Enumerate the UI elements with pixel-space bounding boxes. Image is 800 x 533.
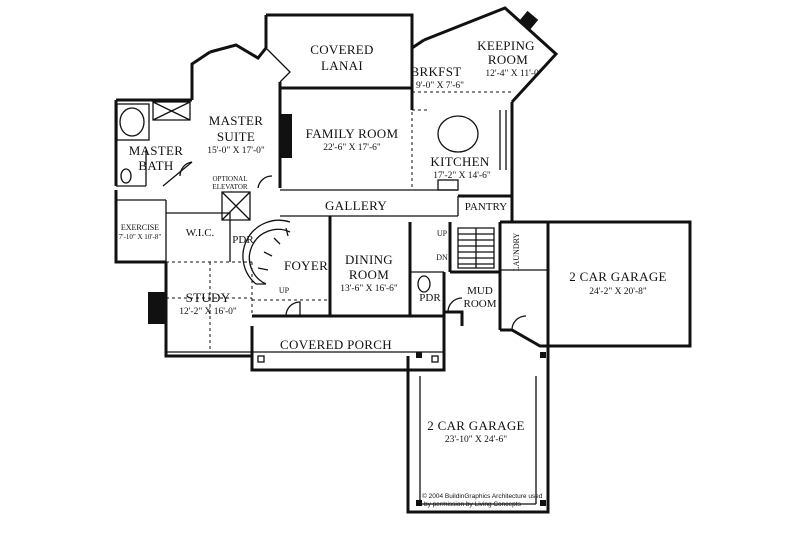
covered-lanai-label-1: COVERED bbox=[310, 42, 374, 57]
family-room-label: FAMILY ROOM bbox=[306, 126, 399, 141]
garage-right-dims: 24'-2" X 20'-8" bbox=[589, 287, 647, 297]
laundry-label: LAUNDRY bbox=[512, 232, 521, 271]
room-labels: COVERED LANAI KEEPING ROOM 12'-4" X 11'-… bbox=[119, 38, 667, 445]
keeping-room-dims: 12'-4" X 11'-0" bbox=[485, 69, 542, 79]
pdr-right-label: PDR bbox=[419, 292, 441, 304]
brkfst-label: BRKFST bbox=[411, 64, 462, 79]
stair-icon bbox=[457, 227, 495, 269]
fireplace-icon bbox=[280, 114, 292, 158]
stair-labels: UP UP DN bbox=[279, 229, 448, 295]
credit-line-1: © 2004 BuildinGraphics Architecture used bbox=[422, 492, 543, 500]
mud-room-label-1: MUD bbox=[467, 285, 493, 297]
study-label: STUDY bbox=[186, 290, 231, 305]
credit: © 2004 BuildinGraphics Architecture used… bbox=[422, 492, 543, 508]
study-dims: 12'-2" X 16'-0" bbox=[179, 307, 237, 317]
up-kitchen-label: UP bbox=[437, 229, 448, 238]
garage-bottom-dims: 23'-10" X 24'-6" bbox=[445, 435, 507, 445]
spiral-stair-icon bbox=[242, 219, 291, 285]
fireplace-icon bbox=[148, 292, 166, 324]
garage-right-label: 2 CAR GARAGE bbox=[569, 269, 667, 284]
master-suite-label-1: MASTER bbox=[209, 113, 264, 128]
credit-line-2: by permission by Living Concepts bbox=[424, 501, 522, 508]
brkfst-dims: 9'-0" X 7'-6" bbox=[416, 81, 464, 91]
master-suite-label-2: SUITE bbox=[217, 129, 255, 144]
dining-room-label-1: DINING bbox=[345, 252, 393, 267]
mud-room-label-2: ROOM bbox=[463, 298, 496, 310]
dining-room-label-2: ROOM bbox=[349, 267, 389, 282]
master-suite-dims: 15'-0" X 17'-0" bbox=[207, 146, 265, 156]
master-bath-label-1: MASTER bbox=[129, 143, 184, 158]
optional-elevator-label-2: ELEVATOR bbox=[212, 183, 247, 191]
fireplace-icon bbox=[519, 10, 539, 30]
foyer-label: FOYER bbox=[284, 258, 328, 273]
exercise-label: EXERCISE bbox=[121, 223, 159, 232]
family-room-dims: 22'-6" X 17'-6" bbox=[323, 143, 381, 153]
dn-kitchen-label: DN bbox=[436, 253, 448, 262]
fixtures bbox=[116, 10, 546, 506]
bathtub-icon bbox=[119, 107, 145, 137]
keeping-room-label-2: ROOM bbox=[488, 52, 528, 67]
covered-porch-label: COVERED PORCH bbox=[280, 337, 392, 352]
garage-bottom-label: 2 CAR GARAGE bbox=[427, 418, 525, 433]
optional-elevator-label-1: OPTIONAL bbox=[213, 175, 248, 183]
pdr-left-label: PDR bbox=[232, 234, 254, 246]
keeping-room-label-1: KEEPING bbox=[477, 38, 535, 53]
dining-room-dims: 13'-6" X 16'-6" bbox=[340, 284, 398, 294]
pantry-label: PANTRY bbox=[465, 201, 507, 213]
wic-label: W.I.C. bbox=[186, 227, 215, 239]
kitchen-label: KITCHEN bbox=[430, 154, 489, 169]
exercise-dims: 7'-10" X 10'-8" bbox=[119, 233, 162, 241]
gallery-label: GALLERY bbox=[325, 198, 387, 213]
covered-lanai-label-2: LANAI bbox=[321, 58, 363, 73]
walls bbox=[114, 6, 692, 514]
master-bath-label-2: BATH bbox=[138, 158, 173, 173]
kitchen-island-icon bbox=[437, 115, 479, 153]
kitchen-dims: 17'-2" X 14'-6" bbox=[433, 171, 491, 181]
up-foyer-label: UP bbox=[279, 286, 290, 295]
